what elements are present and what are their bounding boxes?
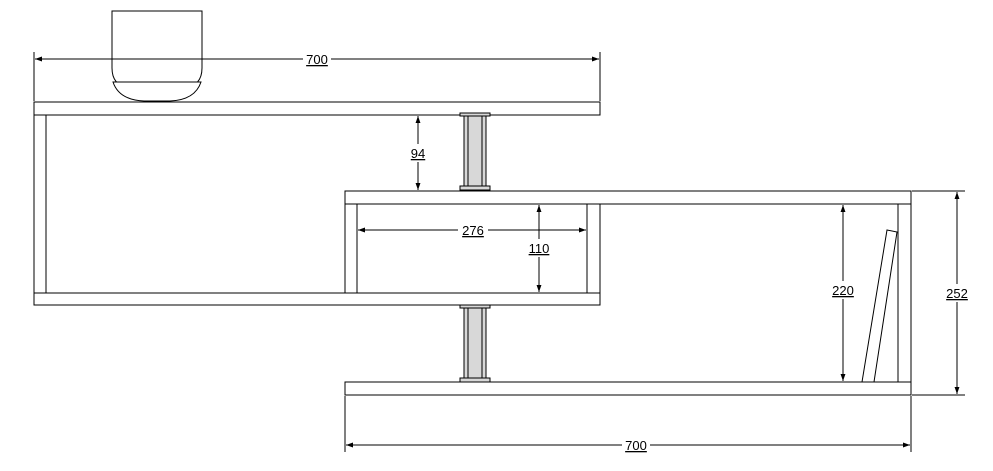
middle-box-unit	[344, 190, 912, 383]
dimension-middle-width: 276	[358, 223, 586, 238]
dimension-middle-height: 110	[529, 205, 550, 292]
top-shelf-board	[33, 101, 601, 116]
dimension-top-width: 700	[33, 52, 601, 101]
upper-support-post	[459, 112, 491, 191]
dim-label-middle-width: 276	[462, 223, 484, 238]
dim-label-middle-height: 110	[529, 241, 550, 256]
dim-label-upper-gap: 94	[411, 146, 425, 161]
middle-right-panel	[586, 203, 601, 294]
dimension-overall-height: 252	[912, 190, 968, 396]
top-left-shelf-unit	[33, 101, 601, 306]
dimension-upper-gap: 94	[411, 116, 425, 190]
middle-shelf-board	[33, 292, 601, 306]
middle-left-panel	[344, 203, 358, 294]
dim-label-top-width: 700	[306, 52, 328, 67]
right-end-panel	[897, 203, 912, 383]
leaning-book-icon	[861, 229, 898, 383]
dim-label-right-height: 220	[832, 283, 854, 298]
middle-top-board	[344, 190, 912, 205]
bottom-shelf-board	[344, 381, 912, 396]
dim-label-bottom-width: 700	[625, 438, 647, 453]
dimension-bottom-width: 700	[344, 396, 912, 453]
left-side-panel	[33, 114, 47, 294]
plant-pot-icon	[111, 10, 203, 102]
dim-label-overall-height: 252	[946, 286, 968, 301]
lower-support-post	[459, 304, 491, 383]
dimension-right-height: 220	[832, 205, 854, 381]
